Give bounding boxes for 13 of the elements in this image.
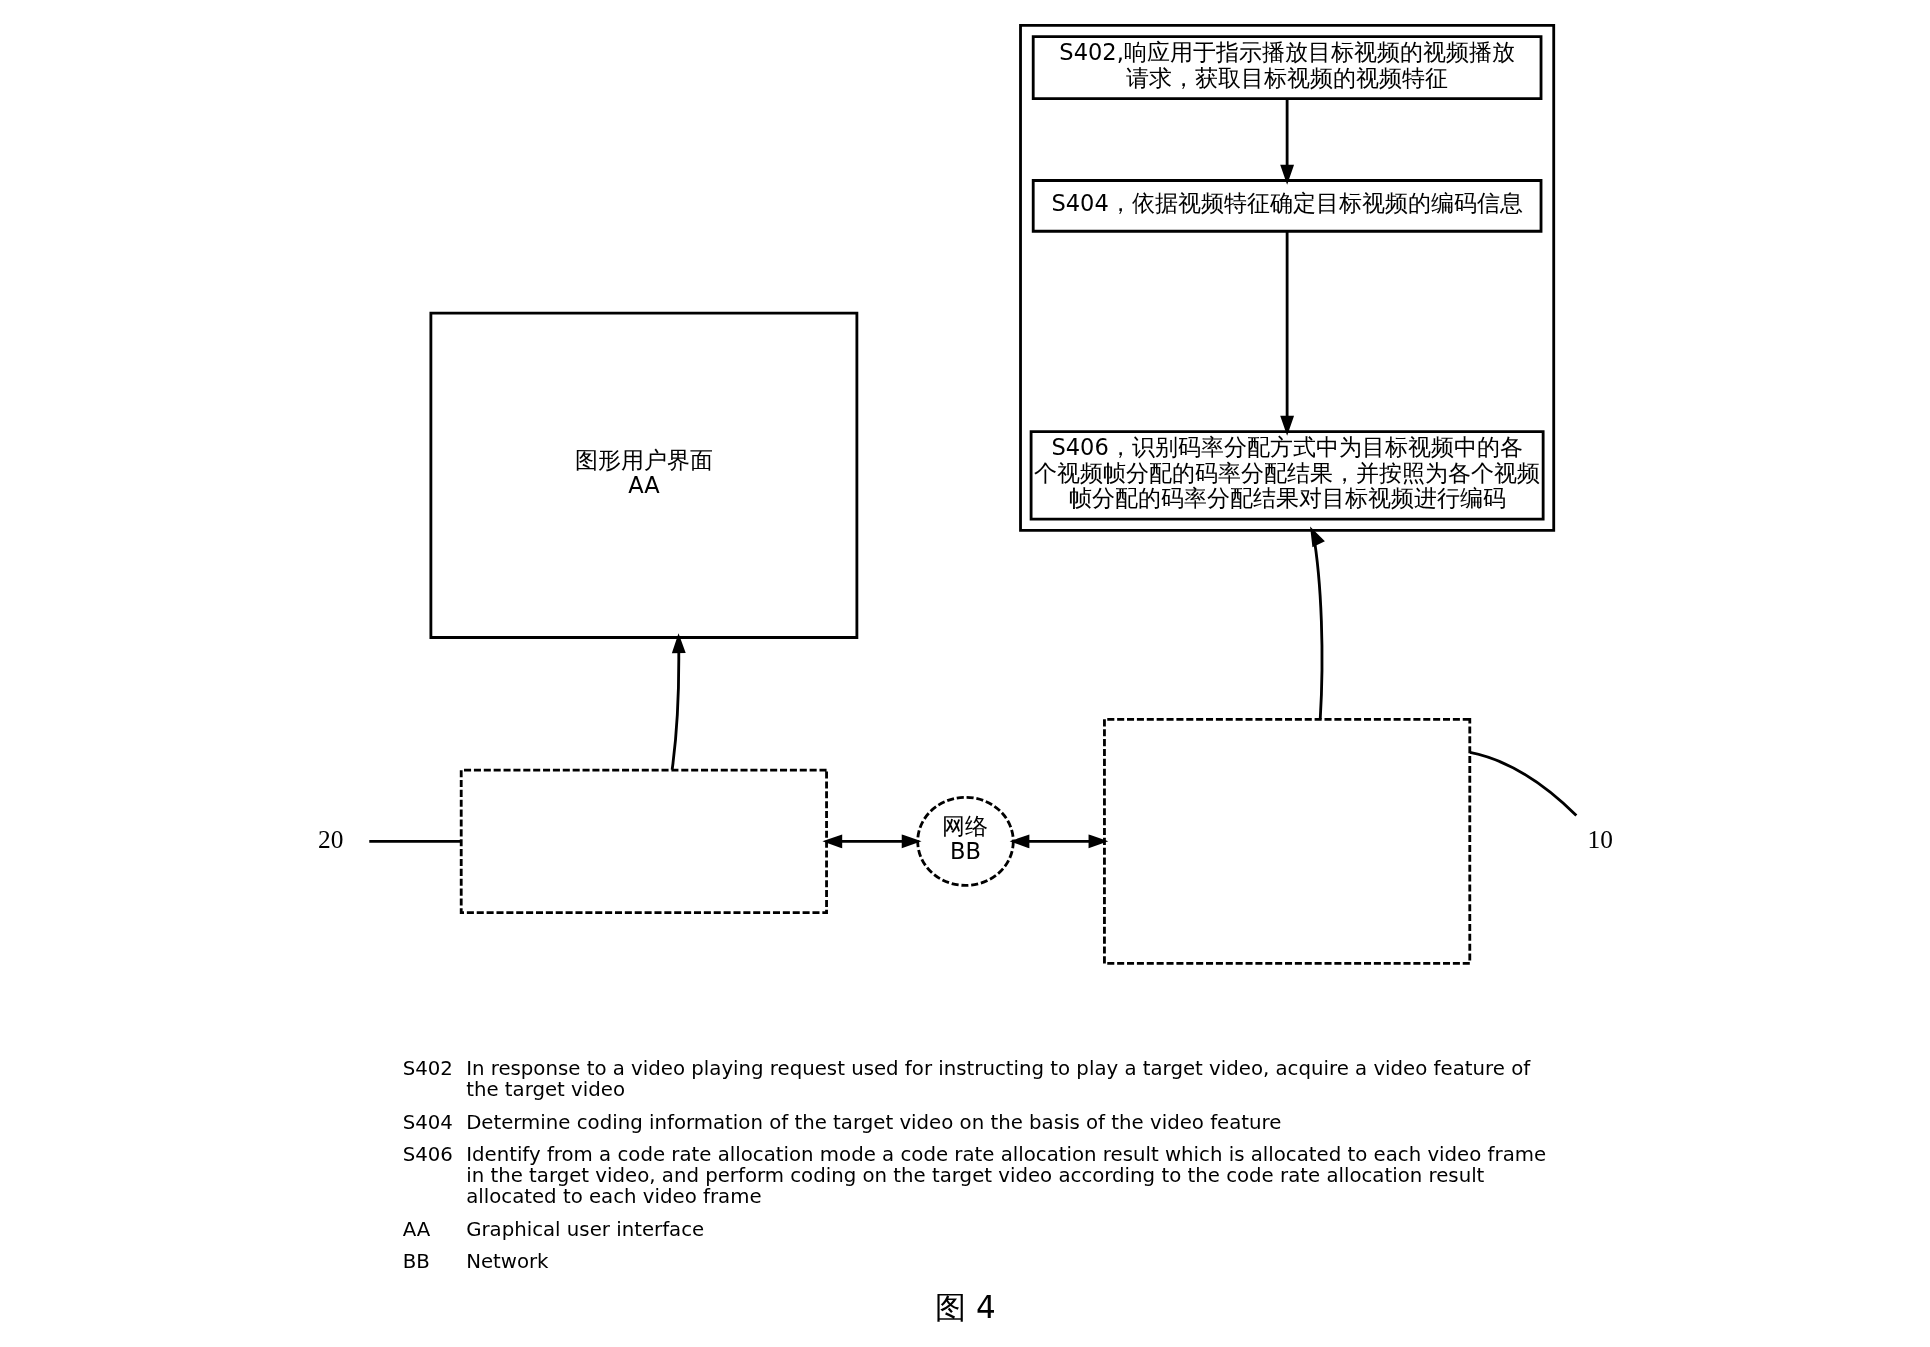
caption: 图 4 <box>934 1289 996 1326</box>
label: BB <box>402 1250 430 1274</box>
node-text: 10 <box>1587 824 1613 853</box>
label: Determine coding information of the target video on the basis of the video feature <box>465 1110 1281 1134</box>
node-text: 20 <box>317 824 343 853</box>
label: S406 <box>402 1143 453 1167</box>
label: Network <box>465 1250 549 1274</box>
label: In response to a video playing request used for instructing to play a target video, acquire a video feature of the target video <box>465 1057 1530 1102</box>
label: AA <box>402 1217 430 1241</box>
label: S404 <box>402 1110 453 1134</box>
label: Graphical user interface <box>465 1217 704 1241</box>
label: S402 <box>402 1057 453 1081</box>
label: Identify from a code rate allocation mode a code rate allocation result which is allocated to each video frame in the target video, and perform coding on the target video according to the code rate allocation result allocated to each video frame <box>465 1143 1546 1209</box>
